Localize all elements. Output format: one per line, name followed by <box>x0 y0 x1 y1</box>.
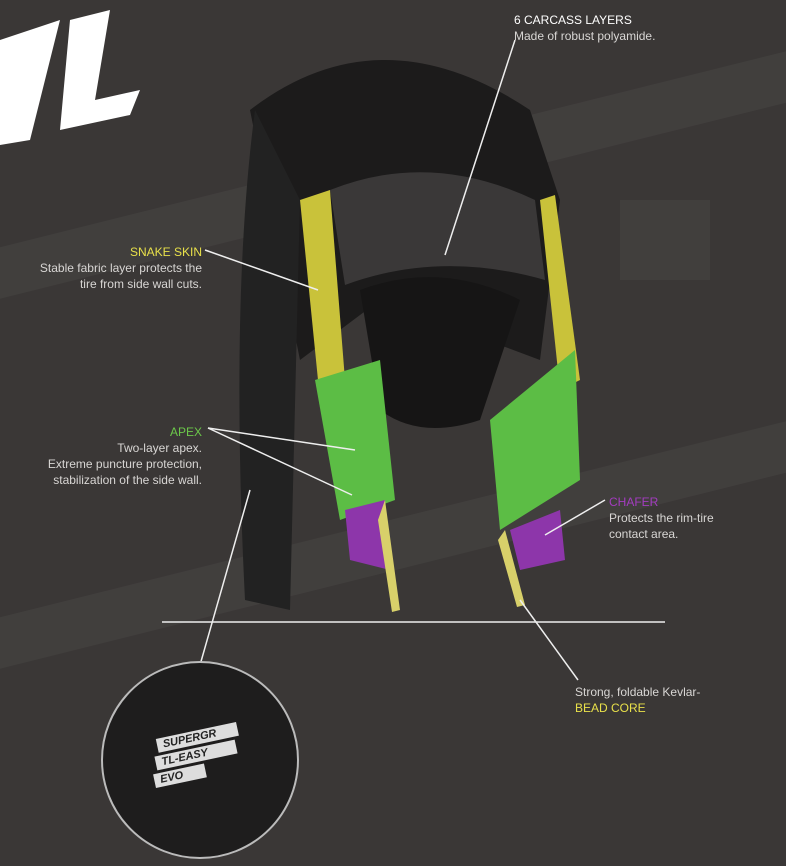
apex-desc2: Extreme puncture protection, <box>47 457 202 471</box>
snake-desc1: Stable fabric layer protects the <box>39 261 202 275</box>
apex-title: APEX <box>169 425 202 439</box>
carcass-layer <box>330 172 545 285</box>
chafer-title: CHAFER <box>609 495 659 509</box>
snake-desc2: tire from side wall cuts. <box>79 277 202 291</box>
inner-cavity <box>360 277 520 428</box>
apex-label: APEX Two-layer apex. Extreme puncture prot… <box>2 424 202 488</box>
carcass-desc: Made of robust polyamide. <box>514 29 656 43</box>
apex-desc1: Two-layer apex. <box>117 441 202 455</box>
bead-title: BEAD CORE <box>575 701 646 715</box>
bead-core-label: Strong, foldable Kevlar- BEAD CORE <box>575 684 700 716</box>
snake-title: SNAKE SKIN <box>129 245 202 259</box>
logo-mark <box>0 10 140 145</box>
chafer-layer <box>345 500 390 570</box>
snake-skin-label: SNAKE SKIN Stable fabric layer protects t… <box>2 244 202 292</box>
apex-layer <box>315 360 395 520</box>
chafer-desc2: contact area. <box>609 527 679 541</box>
apex-desc3: stabilization of the side wall. <box>53 473 202 487</box>
chafer-label: CHAFER Protects the rim-tire contact area. <box>609 494 714 542</box>
snake-skin-layer <box>300 190 345 400</box>
bead-desc: Strong, foldable Kevlar- <box>575 685 701 699</box>
chafer-desc1: Protects the rim-tire <box>609 511 714 525</box>
carcass-label: 6 CARCASS LAYERS Made of robust polyamide… <box>514 12 655 44</box>
carcass-title: 6 CARCASS LAYERS <box>514 13 632 27</box>
